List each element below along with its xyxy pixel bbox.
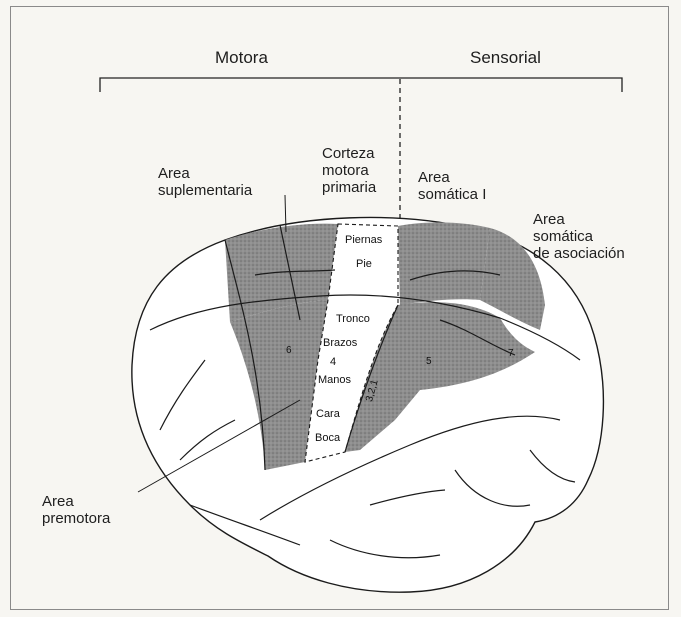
homunculus-legs: Piernas [345,234,382,246]
brodmann-7: 7 [508,348,514,359]
homunculus-face: Cara [316,408,340,420]
somatic-area-shade [398,222,490,305]
homunculus-area-4: 4 [330,356,336,368]
homunculus-trunk: Tronco [336,313,370,325]
premotor-area-label: Area premotora [42,494,110,528]
supplementary-area-label: Area suplementaria [158,166,252,200]
sensory-header: Sensorial [470,48,541,67]
homunculus-mouth: Boca [315,432,340,444]
somatic-area-label: Area somática I [418,170,486,204]
association-area-label: Area somática de asociación [533,212,625,262]
motor-header: Motora [215,48,268,67]
homunculus-hands: Manos [318,374,351,386]
homunculus-arms: Brazos [323,337,357,349]
brodmann-6: 6 [286,345,292,356]
homunculus-foot: Pie [356,258,372,270]
brodmann-5: 5 [426,356,432,367]
primary-motor-label: Corteza motora primaria [322,146,376,196]
